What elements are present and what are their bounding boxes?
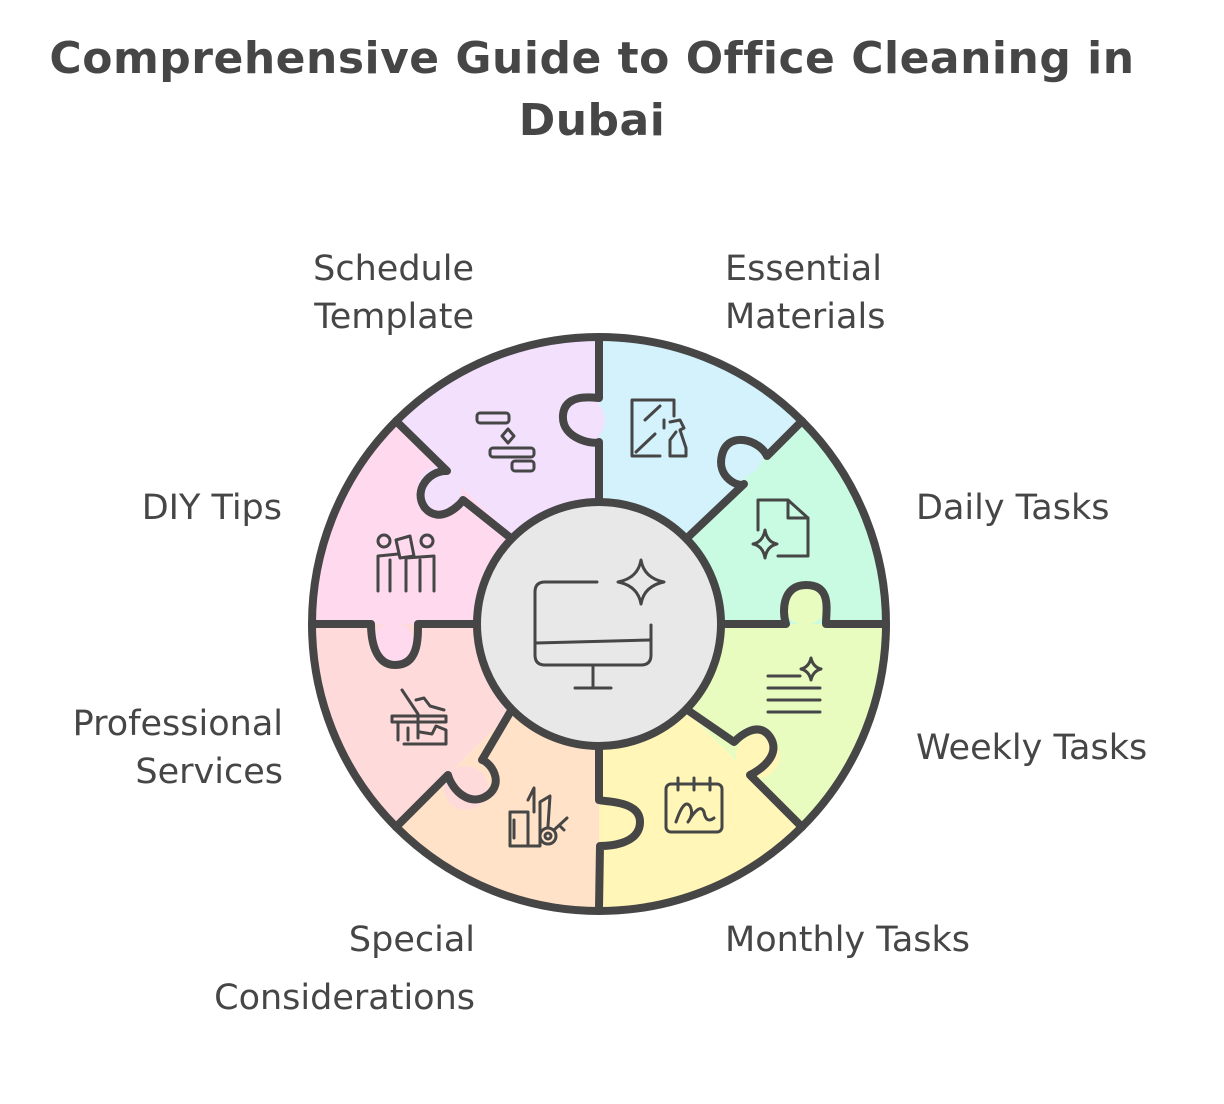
- segment-dividers: [310, 336, 888, 912]
- gantt-schedule-icon: [475, 411, 536, 473]
- title-line-2: Dubai: [518, 95, 666, 146]
- title-line-1: Comprehensive Guide to Office Cleaning i…: [49, 33, 1135, 84]
- label-diy-tips: DIY Tips: [80, 484, 282, 532]
- label-line: Special: [348, 920, 475, 960]
- calendar-signature-icon: [664, 776, 724, 834]
- label-daily-tasks: Daily Tasks: [916, 484, 1109, 532]
- label-line: Professional: [72, 704, 283, 744]
- window-spray-bottle-icon: [630, 398, 688, 458]
- building-key-icon: [508, 786, 569, 848]
- people-presenting-icon: [376, 533, 436, 593]
- list-sparkle-icon: [766, 656, 823, 714]
- label-line: Monthly Tasks: [725, 920, 971, 960]
- document-sparkle-icon: [751, 498, 810, 560]
- label-professional-services: Professional Services: [40, 700, 283, 796]
- diagram-title: Comprehensive Guide to Office Cleaning i…: [0, 28, 1184, 152]
- label-line: Weekly Tasks: [916, 728, 1148, 768]
- label-line: Materials: [725, 297, 886, 337]
- label-line: DIY Tips: [141, 488, 282, 528]
- label-special-considerations: Special Considerations: [170, 916, 475, 1022]
- outer-ring: [308, 333, 890, 915]
- label-schedule-template: Schedule Template: [280, 245, 474, 341]
- label-line: Daily Tasks: [916, 488, 1110, 528]
- label-weekly-tasks: Weekly Tasks: [916, 724, 1147, 772]
- label-line: Essential: [725, 249, 882, 289]
- label-essential-materials: Essential Materials: [725, 245, 885, 341]
- label-monthly-tasks: Monthly Tasks: [725, 916, 970, 964]
- monitor-sparkle-icon: [533, 558, 666, 690]
- label-line: Template: [314, 297, 474, 337]
- center-hub: [473, 498, 725, 750]
- label-line: Schedule: [313, 249, 474, 289]
- label-line: Considerations: [214, 978, 475, 1018]
- label-line: Services: [135, 752, 283, 792]
- vacuum-cleaner-icon: [390, 688, 448, 746]
